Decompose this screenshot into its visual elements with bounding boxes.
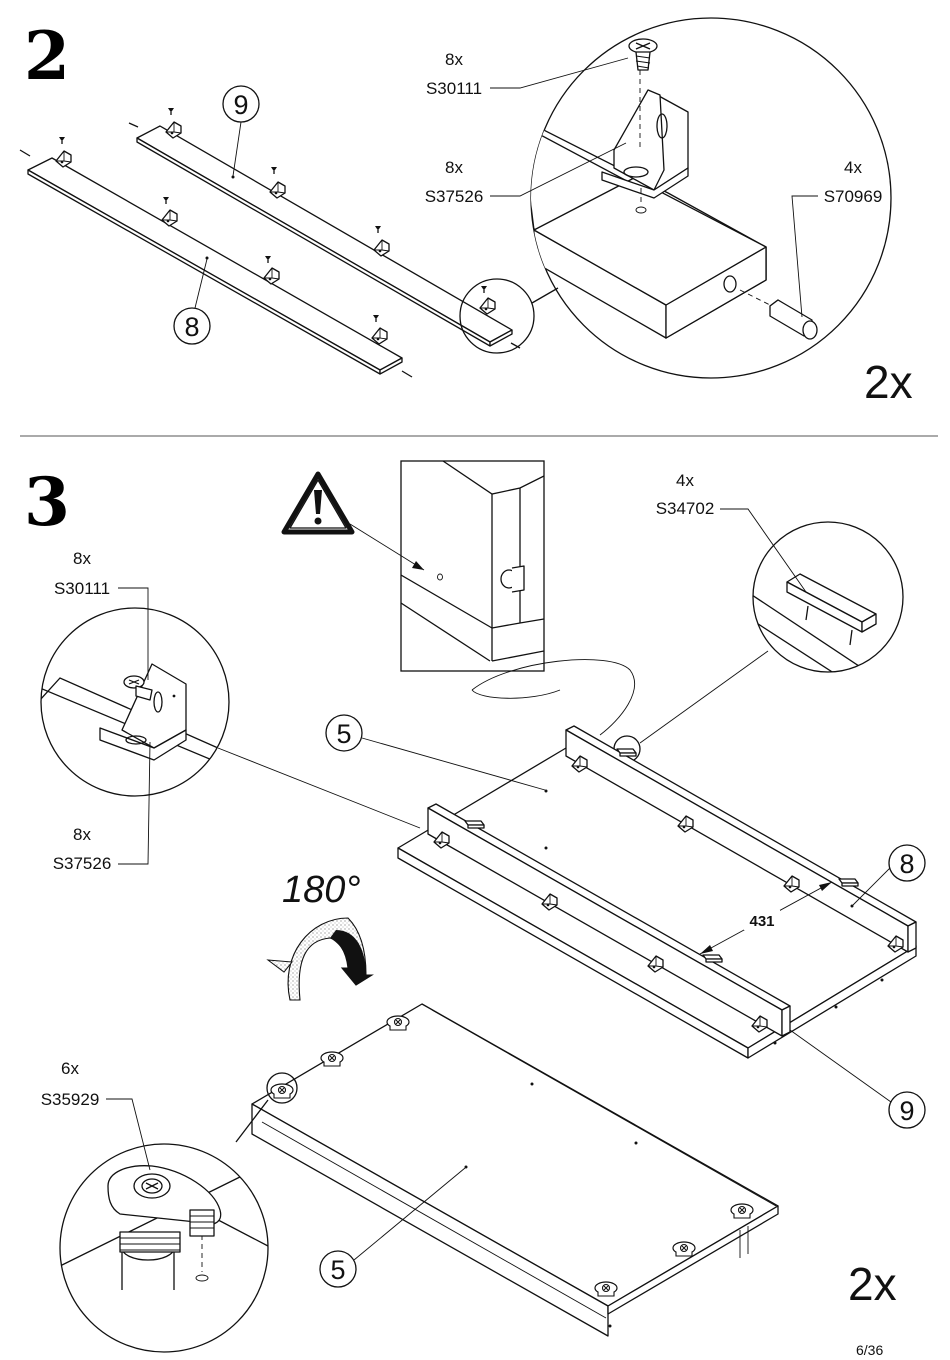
angle-bracket-icon [99,663,187,761]
warning-triangle-icon [281,471,425,571]
warning-detail [400,460,636,736]
label-s35929: 6x S35929 [41,1059,151,1171]
svg-text:S70969: S70969 [824,187,883,206]
svg-text:S34702: S34702 [656,499,715,518]
dimension-431: 431 [749,913,774,930]
detail-cam [59,1143,269,1353]
assembly-upright: 431 [397,725,917,1059]
callout-9-step3: 9 [789,1029,926,1129]
screw-icon [628,38,658,71]
step-3-number: 3 [24,463,70,541]
callout-8: 8 [173,256,211,345]
angle-bracket-icon [601,89,689,199]
svg-text:8: 8 [899,849,914,879]
callout-5-bottom: 5 [319,1167,466,1288]
assembly-flipped [235,1003,779,1337]
svg-text:9: 9 [899,1096,914,1126]
callout-9: 9 [222,85,260,179]
repeat-2x-step3: 2x [848,1258,897,1310]
rail-9 [128,122,521,349]
detail-glide [613,521,904,763]
svg-text:S37526: S37526 [53,854,112,873]
svg-text:8x: 8x [73,549,91,568]
svg-text:4x: 4x [676,471,694,490]
svg-text:S30111: S30111 [54,579,110,598]
page-number: 6/36 [856,1342,883,1358]
rotation-arrow-icon [266,917,374,1001]
callout-5-top: 5 [325,714,548,793]
svg-text:5: 5 [336,719,351,749]
svg-text:S35929: S35929 [41,1090,100,1109]
wooden-dowel-icon [769,299,818,340]
svg-text:8x: 8x [445,50,463,69]
svg-text:8x: 8x [73,825,91,844]
svg-text:8: 8 [184,312,199,342]
rotation-label: 180° [282,869,361,911]
repeat-2x-step2: 2x [864,356,913,408]
svg-text:9: 9 [233,90,248,120]
callout-8-step3: 8 [852,844,926,906]
svg-text:8x: 8x [445,158,463,177]
zoom-marker [459,278,535,354]
svg-text:5: 5 [330,1255,345,1285]
glide-pad-icon [786,573,877,646]
detail-bracket-step3 [40,607,456,859]
label-s30111-step3: 8x S30111 [54,549,149,680]
detail-bracket-dowel [530,17,892,379]
svg-text:S37526: S37526 [425,187,484,206]
label-s37526-step2: 8x S37526 [425,142,627,206]
step-2-number: 2 [24,17,70,95]
label-s34702: 4x S34702 [656,471,807,593]
svg-text:S30111: S30111 [426,79,482,98]
label-s30111-step2: 8x S30111 [426,50,629,98]
label-s37526-step3: 8x S37526 [53,741,151,873]
screw-icon [123,675,153,701]
cam-lock-icon [107,1165,222,1253]
svg-text:4x: 4x [844,158,862,177]
label-s70969: 4x S70969 [791,158,883,318]
svg-text:6x: 6x [61,1059,79,1078]
